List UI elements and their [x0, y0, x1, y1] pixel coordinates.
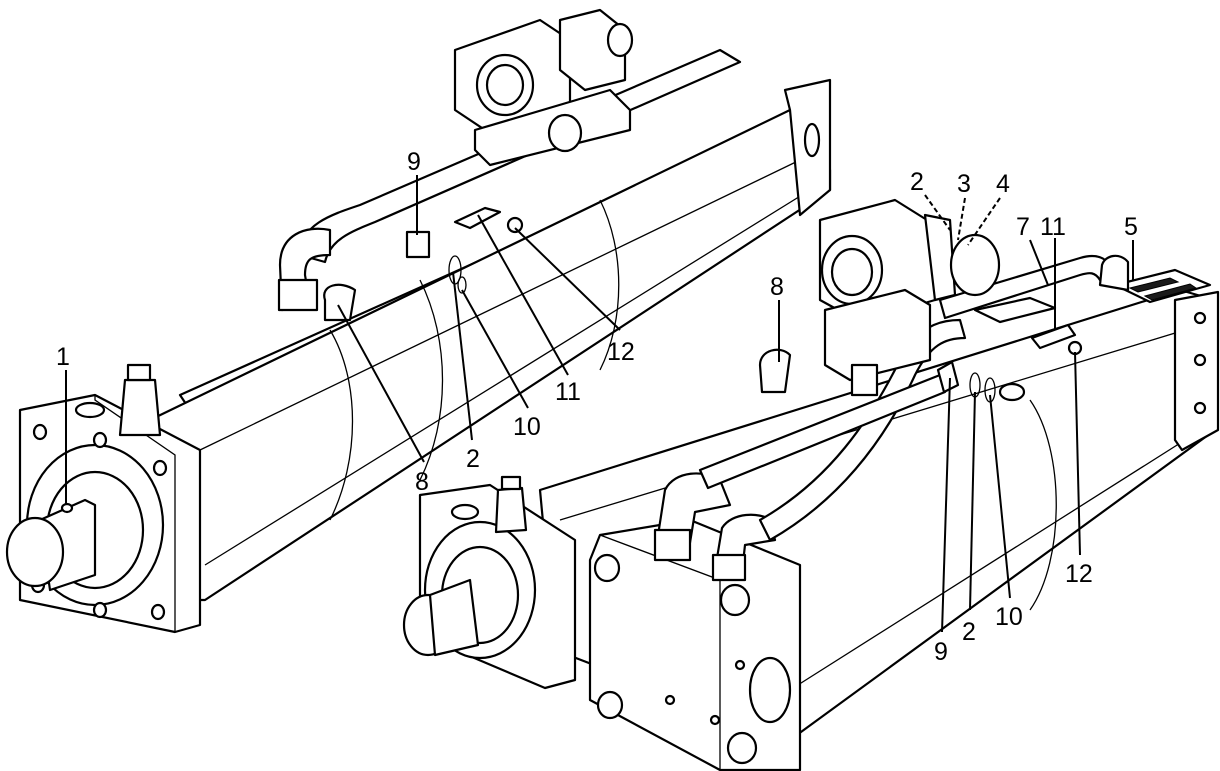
callout-right-10: 10	[995, 603, 1023, 631]
leader-right-2b	[969, 391, 976, 611]
callout-right-8: 8	[770, 273, 784, 301]
right-rear-bolt-2	[1193, 353, 1207, 367]
callout-left-12: 12	[607, 338, 635, 366]
leader-left-8	[337, 304, 425, 463]
callout-right-11: 11	[1040, 213, 1066, 241]
callout-left-8: 8	[415, 468, 429, 496]
right-nameplate-text-2	[1143, 283, 1198, 301]
right-positioner-gauge	[949, 233, 1001, 297]
left-elbow-nut	[277, 278, 319, 312]
leader-left-2	[452, 271, 473, 441]
right-elbow-5	[1098, 254, 1130, 292]
left-cylinder-edge-3	[329, 329, 354, 521]
left-bracket-11	[453, 206, 502, 230]
right-manifold-port-1	[593, 553, 621, 583]
callout-left-11: 11	[555, 378, 581, 406]
left-front-bolt-hole-1	[32, 423, 48, 441]
left-front-bolt-hole-5	[92, 431, 108, 449]
leader-right-12	[1074, 351, 1081, 556]
left-positioner-knob	[606, 22, 634, 58]
left-breather-cap	[126, 363, 152, 382]
leader-left-10	[461, 289, 529, 409]
callout-labels: 1 9 11 12 10 2 8 2 3 4 7 11 5 8 9 2 10 1…	[56, 148, 1138, 666]
left-top-port	[74, 401, 106, 419]
right-positioner-stem	[850, 363, 879, 397]
callout-left-1: 1	[56, 343, 70, 371]
callout-right-4: 4	[996, 170, 1010, 198]
callout-left-10: 10	[513, 413, 541, 441]
right-manifold-hole-2	[709, 714, 721, 726]
left-positioner-window-inner	[485, 63, 525, 107]
callout-left-9: 9	[407, 148, 421, 176]
right-positioner-base	[823, 288, 932, 382]
left-positioner-actuator	[558, 8, 627, 92]
leader-left-12	[514, 227, 621, 331]
right-cylinder-edge-3	[1029, 399, 1057, 611]
right-piston-rod	[428, 578, 480, 657]
left-screw-12	[506, 216, 524, 234]
left-positioner-gland	[547, 113, 583, 153]
callout-right-5: 5	[1124, 213, 1138, 241]
left-breather-fitting	[118, 378, 162, 437]
left-cylinder-edge-4	[419, 279, 444, 481]
right-manifold-port-4	[726, 731, 758, 765]
right-sensor-9	[936, 360, 960, 394]
right-manifold-hole-1	[664, 694, 676, 706]
right-hose-long	[758, 318, 967, 542]
leader-right-3	[957, 197, 966, 241]
right-actuator	[402, 198, 1220, 771]
leader-right-4	[967, 197, 1001, 246]
left-front-bolt-hole-4	[152, 459, 168, 477]
right-rear-bolt-3	[1193, 401, 1207, 415]
callout-left-2: 2	[466, 445, 480, 473]
left-piston-rod-end	[5, 516, 65, 588]
callout-right-7: 7	[1016, 213, 1030, 241]
leader-right-2	[924, 194, 951, 231]
right-elbow-nut-1	[653, 528, 692, 562]
left-front-bolt-hole-3	[150, 603, 166, 621]
right-nameplate-text-1	[1128, 277, 1180, 293]
right-clamp-8	[758, 348, 792, 394]
callout-right-3: 3	[957, 170, 971, 198]
leader-right-7	[1029, 239, 1049, 286]
left-cylinder-edge-5	[599, 199, 620, 371]
leader-left-11	[477, 214, 569, 376]
left-ring-10	[457, 276, 467, 294]
right-cylinder-edge-2	[789, 439, 1186, 691]
right-manifold-hole-3	[734, 659, 746, 671]
right-rear-bolt-1	[1193, 311, 1207, 325]
callout-right-12: 12	[1065, 560, 1093, 588]
right-manifold-port-3	[719, 583, 751, 617]
left-sensor-9	[405, 230, 431, 259]
leader-right-9	[941, 377, 951, 633]
right-manifold-port-2	[596, 690, 624, 720]
right-breather-fitting	[494, 486, 528, 534]
leader-lines	[65, 175, 1134, 633]
left-rear-port	[803, 122, 821, 158]
right-elbow-nut-2	[711, 553, 747, 582]
right-top-port	[450, 503, 480, 521]
callout-right-2b: 2	[962, 618, 976, 646]
left-cylinder-edge-2	[204, 189, 811, 566]
right-positioner-window-inner	[830, 247, 874, 297]
right-manifold-window	[748, 656, 792, 724]
right-breather-cap	[500, 475, 522, 491]
callout-right-2: 2	[910, 168, 924, 196]
leader-right-10	[989, 394, 1011, 599]
right-cylinder-port	[998, 382, 1026, 402]
left-cylinder-edge-1	[199, 159, 801, 451]
left-piston-rod-bore	[60, 502, 74, 514]
left-clamp-8	[323, 283, 357, 322]
right-rear-end-plate	[1173, 290, 1220, 452]
right-manifold-block	[588, 518, 802, 771]
left-front-bolt-hole-6	[92, 601, 108, 619]
callout-right-9: 9	[934, 638, 948, 666]
